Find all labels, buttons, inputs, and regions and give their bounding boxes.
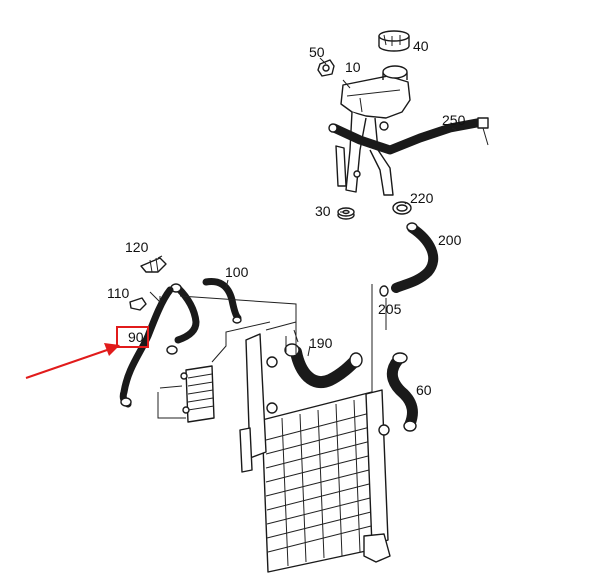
radiator [239, 321, 391, 573]
o-ring [379, 285, 389, 297]
oil-cooler [180, 365, 215, 423]
label-30: 30 [315, 203, 331, 219]
filler-cap [378, 30, 410, 52]
pointer-arrow [25, 343, 120, 379]
grommet [337, 207, 355, 220]
label-40: 40 [413, 38, 429, 54]
label-220: 220 [410, 190, 434, 206]
label-90: 90 [128, 329, 144, 345]
clamp-220 [392, 201, 412, 215]
label-200: 200 [438, 232, 462, 248]
hose-250 [328, 117, 489, 155]
hose-100 [166, 278, 242, 355]
hose-60 [386, 352, 418, 432]
clip-120 [140, 257, 167, 273]
highlight-box [116, 326, 149, 348]
nut [317, 59, 335, 77]
label-250: 250 [442, 112, 466, 128]
leader-lines [149, 57, 457, 419]
hose-90 [119, 286, 174, 408]
label-120: 120 [125, 239, 149, 255]
label-100: 100 [225, 264, 249, 280]
label-60: 60 [416, 382, 432, 398]
label-50: 50 [309, 44, 325, 60]
label-10: 10 [345, 59, 361, 75]
label-205: 205 [378, 301, 402, 317]
label-110: 110 [107, 285, 130, 301]
clip-110 [129, 297, 147, 311]
label-190: 190 [309, 335, 333, 351]
hose-200 [391, 222, 439, 293]
